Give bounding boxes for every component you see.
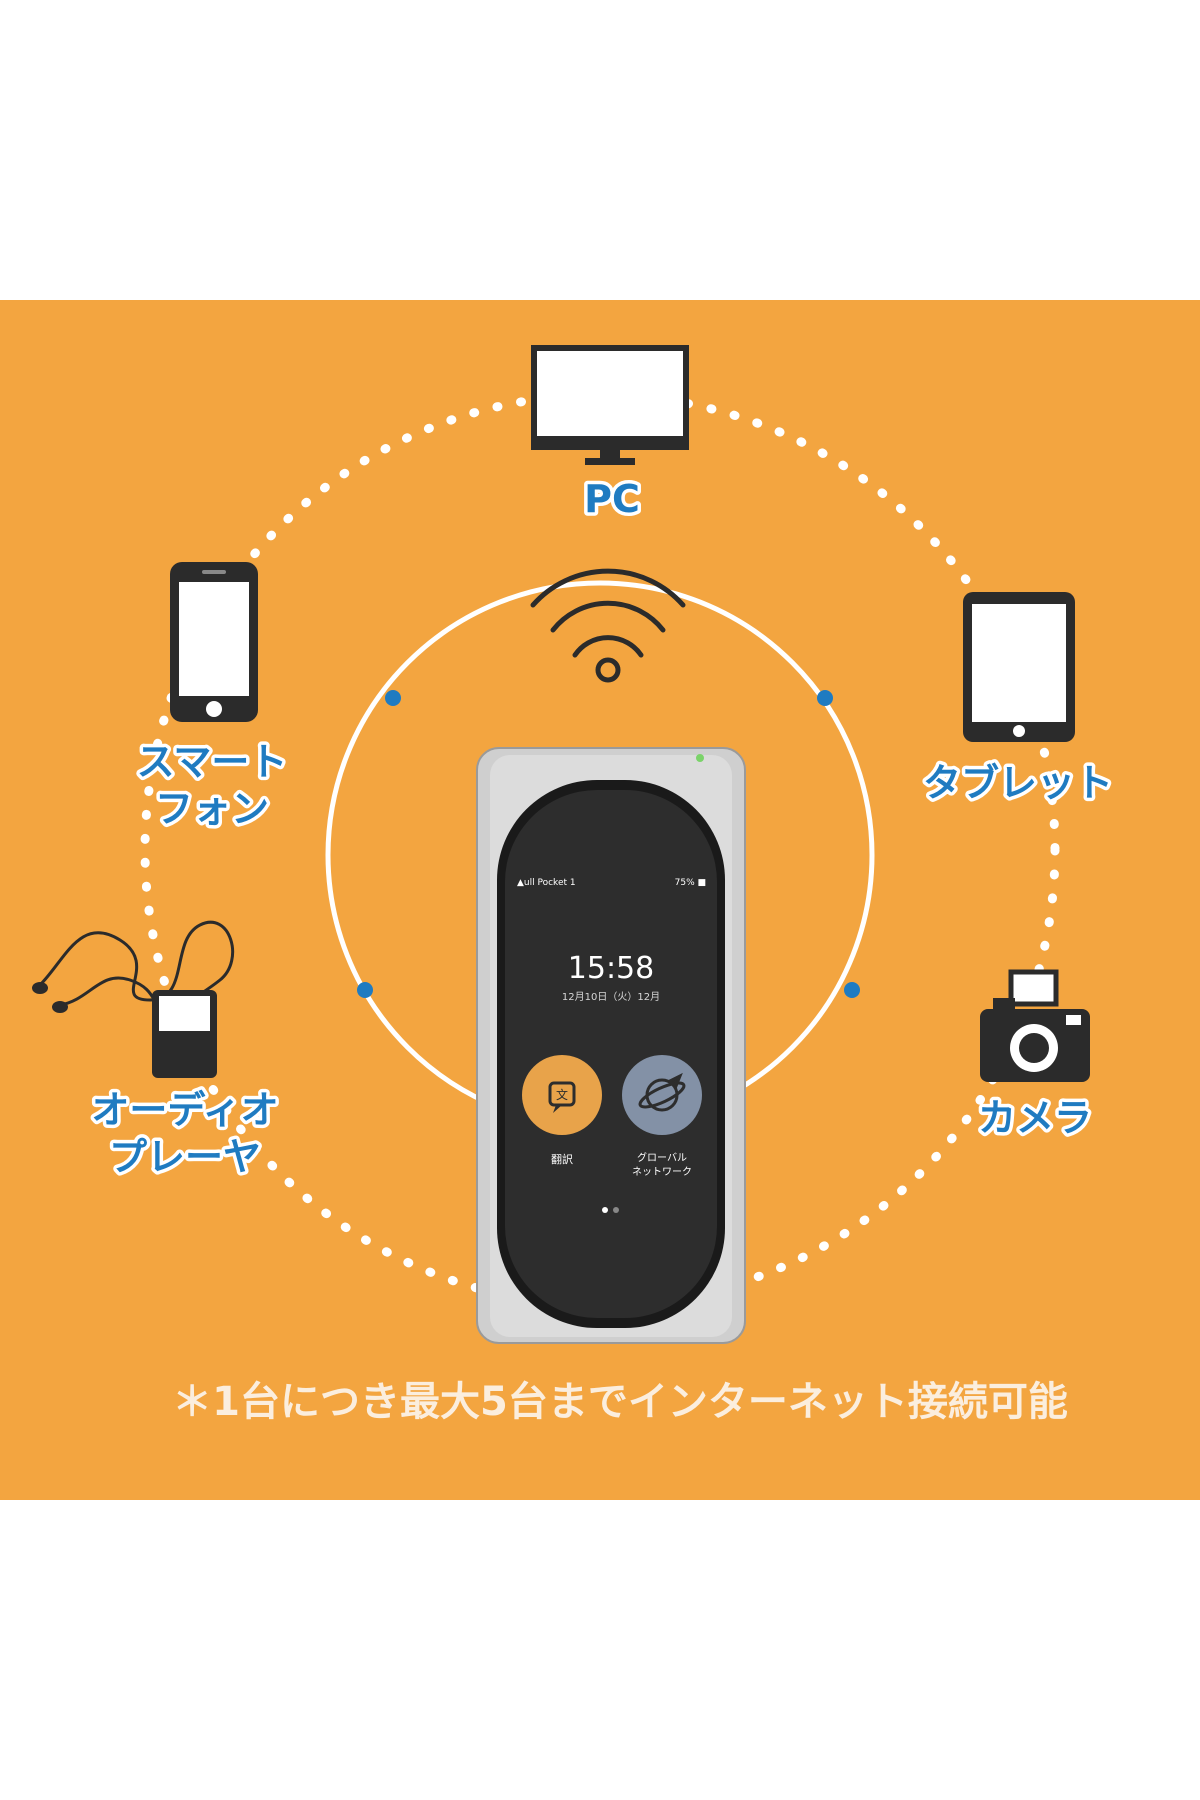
audio-player-label-line2: プレーヤ xyxy=(109,1135,261,1179)
wifi-icon xyxy=(530,568,686,683)
global-network-label-line1: グローバル xyxy=(637,1151,687,1164)
page-indicator-active xyxy=(602,1207,608,1213)
footnote-text: ＊1台につき最大5台までインターネット接続可能 xyxy=(172,1379,1068,1425)
screen-date: 12月10日（火）12月 xyxy=(562,991,660,1003)
global-network-app-button[interactable] xyxy=(622,1055,702,1135)
globe-icon xyxy=(638,1072,686,1112)
screen-status-right: 75% ■ xyxy=(675,878,706,888)
diagram-panel: ▲ull Pocket 1 75% ■ 15:58 12月10日（火）12月 文… xyxy=(0,300,1200,1500)
audio-player-label-line1: オーディオ xyxy=(91,1088,278,1132)
translate-app-label: 翻訳 xyxy=(551,1152,573,1166)
monitor-icon xyxy=(531,345,689,465)
tablet-icon xyxy=(963,592,1075,742)
translate-app-button[interactable]: 文 xyxy=(522,1055,602,1135)
camera-icon xyxy=(980,969,1090,1082)
pocket-wifi-device: ▲ull Pocket 1 75% ■ 15:58 12月10日（火）12月 文… xyxy=(476,747,746,1344)
page-indicator-inactive xyxy=(613,1207,619,1213)
svg-text:文: 文 xyxy=(556,1087,568,1102)
smartphone-label-line1: スマート xyxy=(137,740,288,784)
ring-dot-right-lower xyxy=(844,982,860,998)
device-screen xyxy=(505,790,717,1318)
translate-icon: 文 xyxy=(548,1081,576,1113)
status-led xyxy=(696,754,704,762)
connectivity-diagram: ▲ull Pocket 1 75% ■ 15:58 12月10日（火）12月 文… xyxy=(0,300,1200,1500)
ring-dot-left-upper xyxy=(385,690,401,706)
tablet-label: タブレット xyxy=(923,761,1113,805)
screen-status-left: ▲ull Pocket 1 xyxy=(517,878,576,888)
screen-time: 15:58 xyxy=(568,951,654,986)
smartphone-label-line2: フォン xyxy=(155,787,269,831)
dashed-connection-ring xyxy=(140,390,1060,1310)
audio-player-icon xyxy=(32,920,235,1078)
global-network-label-line2: ネットワーク xyxy=(632,1166,692,1178)
smartphone-icon xyxy=(170,562,258,722)
camera-label: カメラ xyxy=(978,1096,1092,1140)
ring-dot-left-lower xyxy=(357,982,373,998)
pc-label: PC xyxy=(584,477,640,521)
ring-dot-right-upper xyxy=(817,690,833,706)
